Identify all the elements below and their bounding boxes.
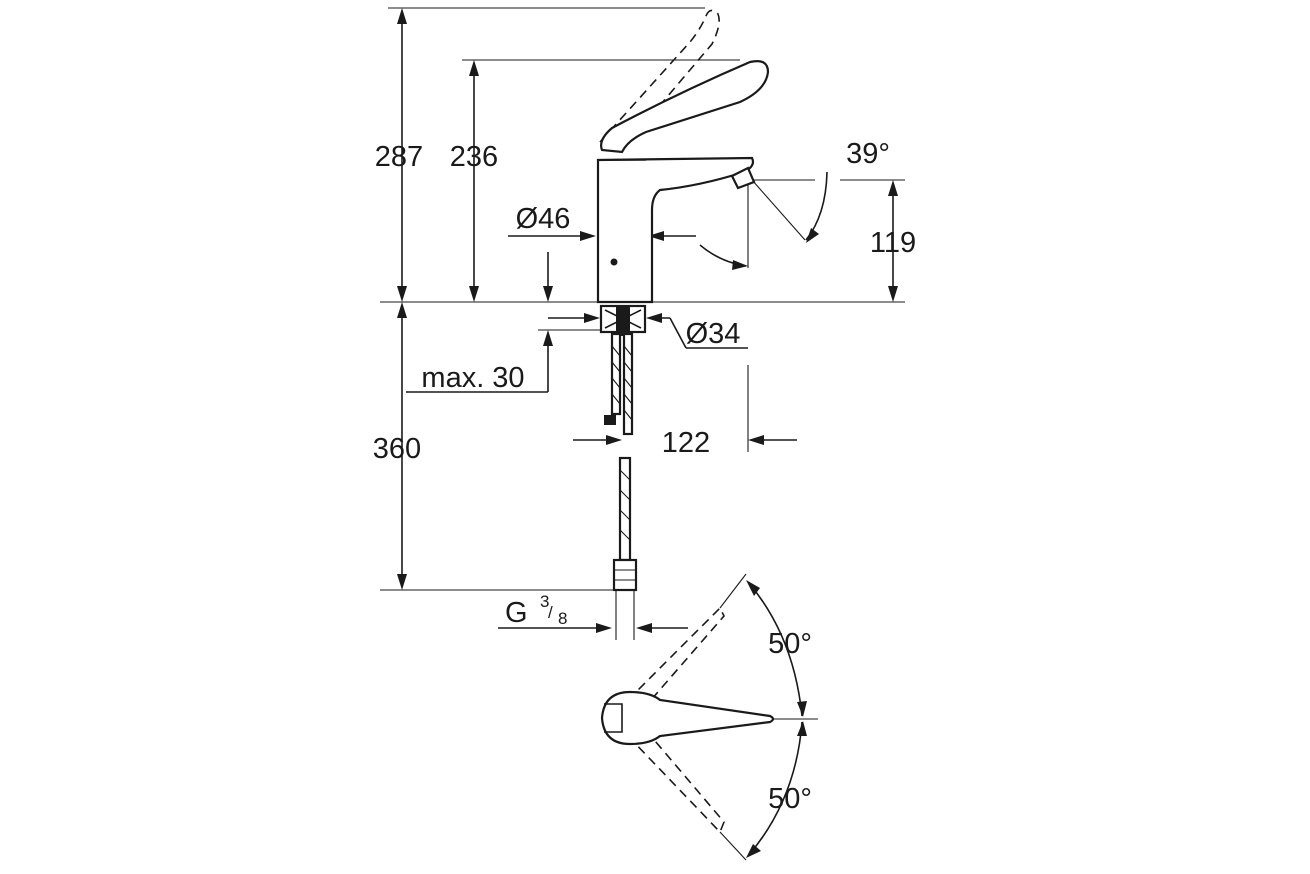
label-swing-upper: 50°	[768, 628, 812, 660]
lever-swing-top-view: 50° 50°	[600, 573, 818, 861]
svg-text:/: /	[548, 603, 553, 622]
label-swing-lower: 50°	[768, 783, 812, 815]
indicator-dot-icon	[610, 258, 618, 266]
label-122: 122	[662, 427, 710, 459]
label-287: 287	[375, 141, 423, 173]
dimension-hose-length: 360	[373, 302, 421, 590]
label-diameter-34: Ø34	[686, 318, 741, 350]
label-119: 119	[870, 227, 916, 259]
label-236: 236	[450, 141, 498, 173]
label-connection-denominator: 8	[558, 609, 567, 628]
dimension-spout-height: 236	[450, 60, 498, 302]
label-360: 360	[373, 433, 421, 465]
faucet-side-view	[596, 9, 770, 640]
dimension-max-counter: max. 30	[406, 252, 620, 394]
dimension-spout-angle: 39°	[699, 138, 890, 270]
dimension-hole-diameter: Ø34	[548, 313, 748, 350]
dimension-total-height: 287	[375, 8, 423, 302]
label-max-30: max. 30	[421, 362, 524, 394]
dimension-base-diameter: Ø46	[508, 203, 696, 241]
label-39-degrees: 39°	[846, 138, 890, 170]
dimension-projection: 122	[573, 365, 797, 459]
label-diameter-46: Ø46	[516, 203, 571, 235]
label-connection-numerator: 3	[540, 592, 549, 611]
label-connection-g: G	[505, 597, 528, 629]
dimension-outlet-height: 119	[870, 180, 916, 302]
dimension-connection-thread: G 3 / 8	[498, 592, 688, 633]
